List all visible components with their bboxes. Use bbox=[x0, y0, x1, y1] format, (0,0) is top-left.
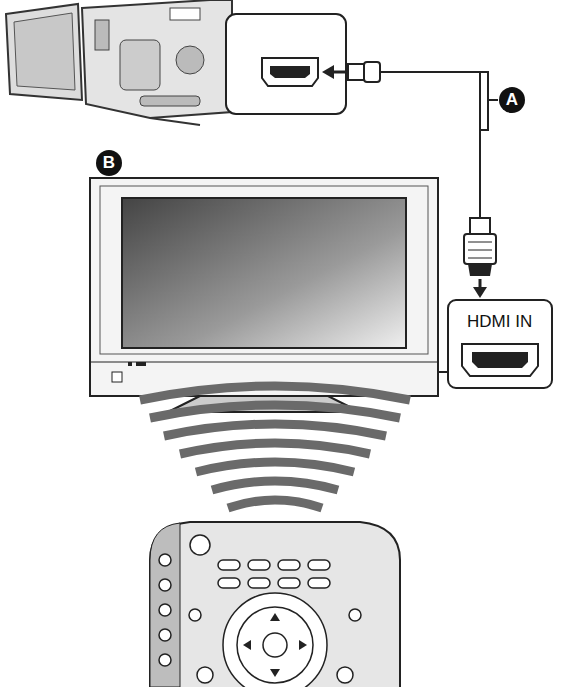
hdmi-plug bbox=[464, 234, 496, 264]
tv-button bbox=[112, 372, 122, 382]
cable-bracket bbox=[480, 72, 498, 100]
remote-side bbox=[150, 523, 180, 687]
tv-bezel bbox=[100, 186, 428, 354]
ir-waves bbox=[140, 386, 410, 508]
hdmi-plug bbox=[468, 242, 492, 243]
port-inset bbox=[226, 14, 346, 114]
hdmi-plug bbox=[468, 250, 492, 251]
hdmi-plug bbox=[470, 218, 490, 234]
callout-letter: A bbox=[499, 87, 525, 113]
cable-bracket bbox=[480, 100, 488, 130]
hdmi-port bbox=[472, 352, 528, 368]
camcorder-detail bbox=[170, 8, 200, 20]
remote-ring bbox=[223, 593, 327, 687]
camcorder-detail bbox=[120, 40, 160, 90]
tv-screen bbox=[122, 198, 406, 348]
tv-led bbox=[128, 362, 132, 366]
hdmi-port bbox=[262, 58, 318, 86]
lcd-screen bbox=[14, 13, 75, 90]
hdmi-port bbox=[462, 344, 538, 376]
camcorder-detail bbox=[150, 118, 200, 125]
remote-dpad bbox=[237, 607, 313, 683]
hdmi-plug bbox=[468, 258, 492, 259]
hdmi-port bbox=[270, 66, 310, 78]
mini-plug bbox=[364, 62, 380, 82]
camcorder-detail bbox=[140, 96, 200, 106]
insert-arrow bbox=[473, 287, 487, 298]
leader-line bbox=[438, 371, 448, 373]
remote-ok bbox=[263, 633, 287, 657]
camcorder-detail bbox=[95, 20, 109, 50]
port-label: HDMI IN bbox=[465, 312, 534, 332]
tv-frame bbox=[90, 178, 438, 396]
lcd-panel bbox=[6, 4, 82, 100]
remote-arrows bbox=[243, 613, 307, 677]
hdmi-plug bbox=[468, 264, 492, 276]
port-inset bbox=[448, 300, 552, 388]
mini-plug bbox=[348, 64, 364, 80]
insert-arrow bbox=[322, 65, 334, 79]
callout-letter: B bbox=[96, 150, 122, 176]
camcorder-body bbox=[82, 0, 232, 118]
tv-led bbox=[136, 362, 146, 366]
camcorder-detail bbox=[176, 46, 204, 74]
